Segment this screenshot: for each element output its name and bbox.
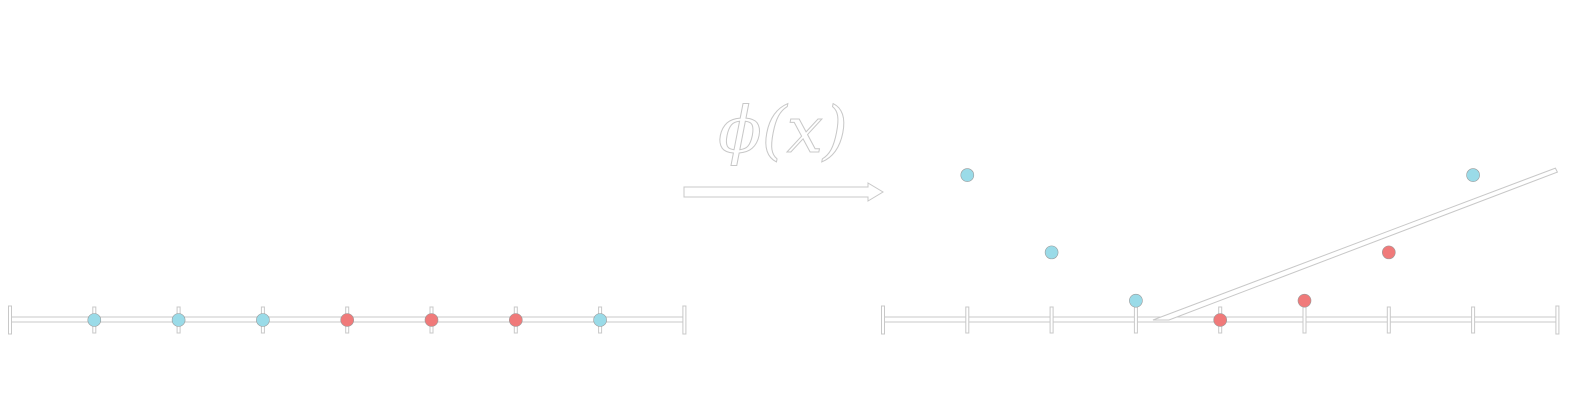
feature-point	[1213, 313, 1227, 327]
input-point	[340, 313, 355, 327]
input-point	[508, 313, 523, 327]
feature-axis-tick	[1133, 306, 1138, 334]
input-axis-tick	[682, 305, 687, 335]
feature-point	[1044, 245, 1059, 260]
feature-point	[1129, 293, 1143, 308]
input-number-line	[8, 305, 687, 335]
feature-axis-tick	[1386, 306, 1391, 334]
input-data-points	[87, 313, 607, 327]
feature-point	[1297, 293, 1312, 308]
feature-axis-tick	[1555, 305, 1560, 335]
feature-axis-tick	[881, 305, 885, 335]
input-point	[87, 313, 102, 327]
feature-point	[1466, 168, 1480, 182]
arrow-right-icon	[683, 182, 884, 202]
input-point	[593, 313, 607, 327]
input-point	[256, 313, 270, 327]
mapping-arrow: ϕ(x)	[683, 94, 884, 202]
feature-space-plot	[881, 167, 1560, 335]
feature-axis-tick	[965, 306, 970, 334]
feature-point	[960, 168, 975, 182]
feature-axis-tick	[1049, 306, 1054, 334]
feature-axis-tick	[1471, 306, 1476, 334]
feature-data-points	[960, 168, 1480, 327]
input-point	[171, 313, 186, 327]
mapping-label: ϕ(x)	[718, 94, 848, 168]
feature-point	[1382, 245, 1396, 260]
feature-axis-tick	[1302, 306, 1307, 334]
separating-line	[1152, 167, 1559, 321]
input-point	[424, 313, 439, 327]
input-axis-tick	[8, 305, 12, 335]
